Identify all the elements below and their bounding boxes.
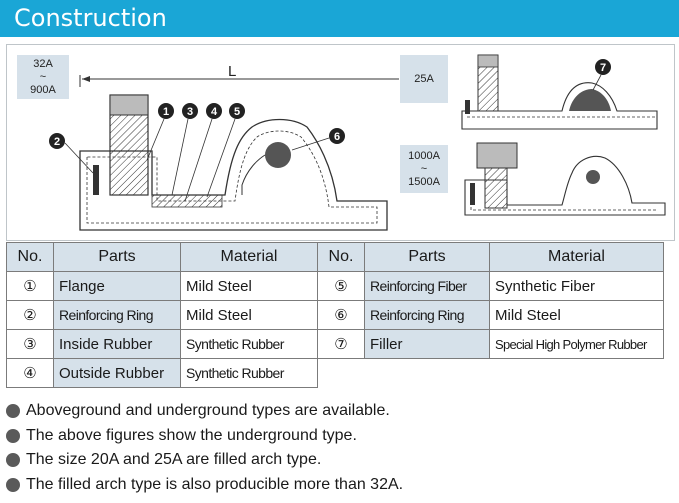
row-part: Outside Rubber [53, 358, 181, 388]
header-no: No. [6, 242, 54, 272]
row-part: Inside Rubber [53, 329, 181, 359]
marker-5: 5 [229, 103, 245, 119]
leader-lines [64, 74, 602, 202]
section-title: Construction [14, 4, 167, 32]
note-text: The above figures show the underground t… [26, 426, 357, 444]
table-empty-cell [317, 358, 664, 388]
note-text: The size 20A and 25A are filled arch typ… [26, 451, 322, 469]
svg-text:7: 7 [600, 62, 606, 74]
list-item: The above figures show the underground t… [6, 424, 403, 449]
row-no: ⑦ [317, 329, 365, 359]
svg-text:1: 1 [163, 106, 169, 118]
row-material: Mild Steel [180, 300, 318, 330]
size-large-min: 1000A [408, 149, 440, 162]
note-text: Aboveground and underground types are av… [26, 402, 390, 420]
size-main-max: 900A [30, 83, 56, 96]
list-item: The size 20A and 25A are filled arch typ… [6, 448, 403, 473]
section-header: Construction [0, 0, 679, 37]
row-no: ④ [6, 358, 54, 388]
table-row: ④ Outside Rubber Synthetic Rubber [6, 358, 664, 388]
small-joint-figure [461, 54, 658, 130]
main-joint [79, 94, 388, 231]
row-material: Synthetic Fiber [489, 271, 664, 301]
bullet-icon [6, 453, 20, 468]
size-large-sep: ~ [420, 162, 428, 175]
row-part: Reinforcing Fiber [364, 271, 490, 301]
row-no: ③ [6, 329, 54, 359]
row-material: Special High Polymer Rubber [489, 329, 664, 359]
marker-7: 7 [595, 59, 611, 75]
row-part: Reinforcing Ring [53, 300, 181, 330]
table-row: ② Reinforcing Ring Mild Steel ⑥ Reinforc… [6, 300, 664, 330]
size-label-large: 1000A ~ 1500A [400, 145, 448, 193]
row-no: ① [6, 271, 54, 301]
row-material: Synthetic Rubber [180, 358, 318, 388]
header-parts: Parts [53, 242, 181, 272]
size-small-value: 25A [414, 72, 434, 85]
parts-table: No. Parts Material No. Parts Material ① … [6, 242, 664, 388]
table-header-row: No. Parts Material No. Parts Material [6, 242, 664, 272]
row-material: Mild Steel [489, 300, 664, 330]
row-part: Flange [53, 271, 181, 301]
svg-text:3: 3 [187, 106, 193, 118]
size-label-main: 32A ~ 900A [17, 55, 69, 99]
notes-list: Aboveground and underground types are av… [6, 399, 403, 497]
row-part: Reinforcing Ring [364, 300, 490, 330]
length-dimension: L [79, 63, 399, 87]
svg-text:2: 2 [54, 136, 60, 148]
large-joint-figure [464, 142, 666, 216]
table-row: ③ Inside Rubber Synthetic Rubber ⑦ Fille… [6, 329, 664, 359]
size-label-small: 25A [400, 55, 448, 103]
part-markers: 1 2 3 4 5 6 7 [49, 59, 611, 149]
row-no: ② [6, 300, 54, 330]
row-part: Filler [364, 329, 490, 359]
svg-text:4: 4 [211, 106, 218, 118]
bullet-icon [6, 428, 20, 443]
marker-4: 4 [206, 103, 222, 119]
row-material: Mild Steel [180, 271, 318, 301]
diagram-drawing: L [49, 54, 666, 231]
svg-text:5: 5 [234, 106, 240, 118]
marker-6: 6 [329, 128, 345, 144]
list-item: The filled arch type is also producible … [6, 473, 403, 498]
marker-2: 2 [49, 133, 65, 149]
header-no-2: No. [317, 242, 365, 272]
construction-diagram: 32A ~ 900A 25A 1000A ~ 1500A L [6, 44, 675, 241]
bullet-icon [6, 477, 20, 492]
bullet-icon [6, 404, 20, 419]
header-material: Material [180, 242, 318, 272]
marker-1: 1 [158, 103, 174, 119]
table-row: ① Flange Mild Steel ⑤ Reinforcing Fiber … [6, 271, 664, 301]
row-material: Synthetic Rubber [180, 329, 318, 359]
header-material-2: Material [489, 242, 664, 272]
note-text: The filled arch type is also producible … [26, 475, 404, 493]
header-parts-2: Parts [364, 242, 490, 272]
svg-text:6: 6 [334, 131, 340, 143]
length-label: L [228, 63, 236, 80]
list-item: Aboveground and underground types are av… [6, 399, 403, 424]
size-main-sep: ~ [39, 70, 47, 83]
size-large-max: 1500A [408, 175, 440, 188]
row-no: ⑤ [317, 271, 365, 301]
size-main-min: 32A [33, 57, 53, 70]
marker-3: 3 [182, 103, 198, 119]
row-no: ⑥ [317, 300, 365, 330]
